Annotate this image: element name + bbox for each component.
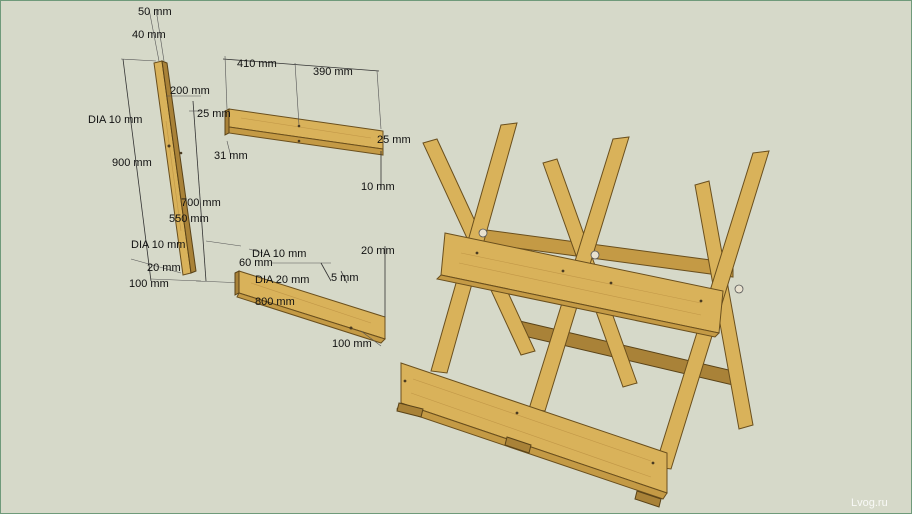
label-25mm-leg: 25 mm	[197, 108, 231, 120]
label-25mm-board: 25 mm	[377, 134, 411, 146]
label-700mm: 700 mm	[181, 197, 221, 209]
label-900mm: 900 mm	[112, 157, 152, 169]
label-40mm: 40 mm	[132, 29, 166, 41]
lower-board-dimension-lines	[248, 246, 386, 347]
label-100mm-board: 100 mm	[332, 338, 372, 350]
leg-part	[153, 60, 197, 276]
label-390mm: 390 mm	[313, 66, 353, 78]
label-10mm: 10 mm	[361, 181, 395, 193]
dimension-labels: 50 mm 40 mm 200 mm 25 mm DIA 10 mm 900 m…	[88, 6, 411, 350]
label-200mm: 200 mm	[170, 85, 210, 97]
upper-board-dimension-lines	[222, 55, 382, 189]
upper-board	[224, 108, 384, 156]
label-100mm-leg: 100 mm	[129, 278, 169, 290]
label-60mm: 60 mm	[239, 257, 273, 269]
label-dia20: DIA 20 mm	[255, 274, 309, 286]
label-dia10-leg-top: DIA 10 mm	[88, 114, 142, 126]
label-550mm: 550 mm	[169, 213, 209, 225]
label-800mm: 800 mm	[255, 296, 295, 308]
label-50mm: 50 mm	[138, 6, 172, 18]
label-dia10-leg-bottom: DIA 10 mm	[131, 239, 185, 251]
leg-dimension-lines	[120, 8, 247, 284]
label-31mm: 31 mm	[214, 150, 248, 162]
label-20mm-board: 20 mm	[361, 245, 395, 257]
watermark: Lvog.ru	[851, 497, 888, 509]
label-410mm: 410 mm	[237, 58, 277, 70]
label-20mm-leg: 20 mm	[147, 262, 181, 274]
label-dia10-board: DIA 10 mm	[252, 248, 306, 260]
label-5mm: 5 mm	[331, 272, 359, 284]
sawhorse-assembly	[396, 122, 770, 508]
lower-board	[234, 270, 386, 344]
